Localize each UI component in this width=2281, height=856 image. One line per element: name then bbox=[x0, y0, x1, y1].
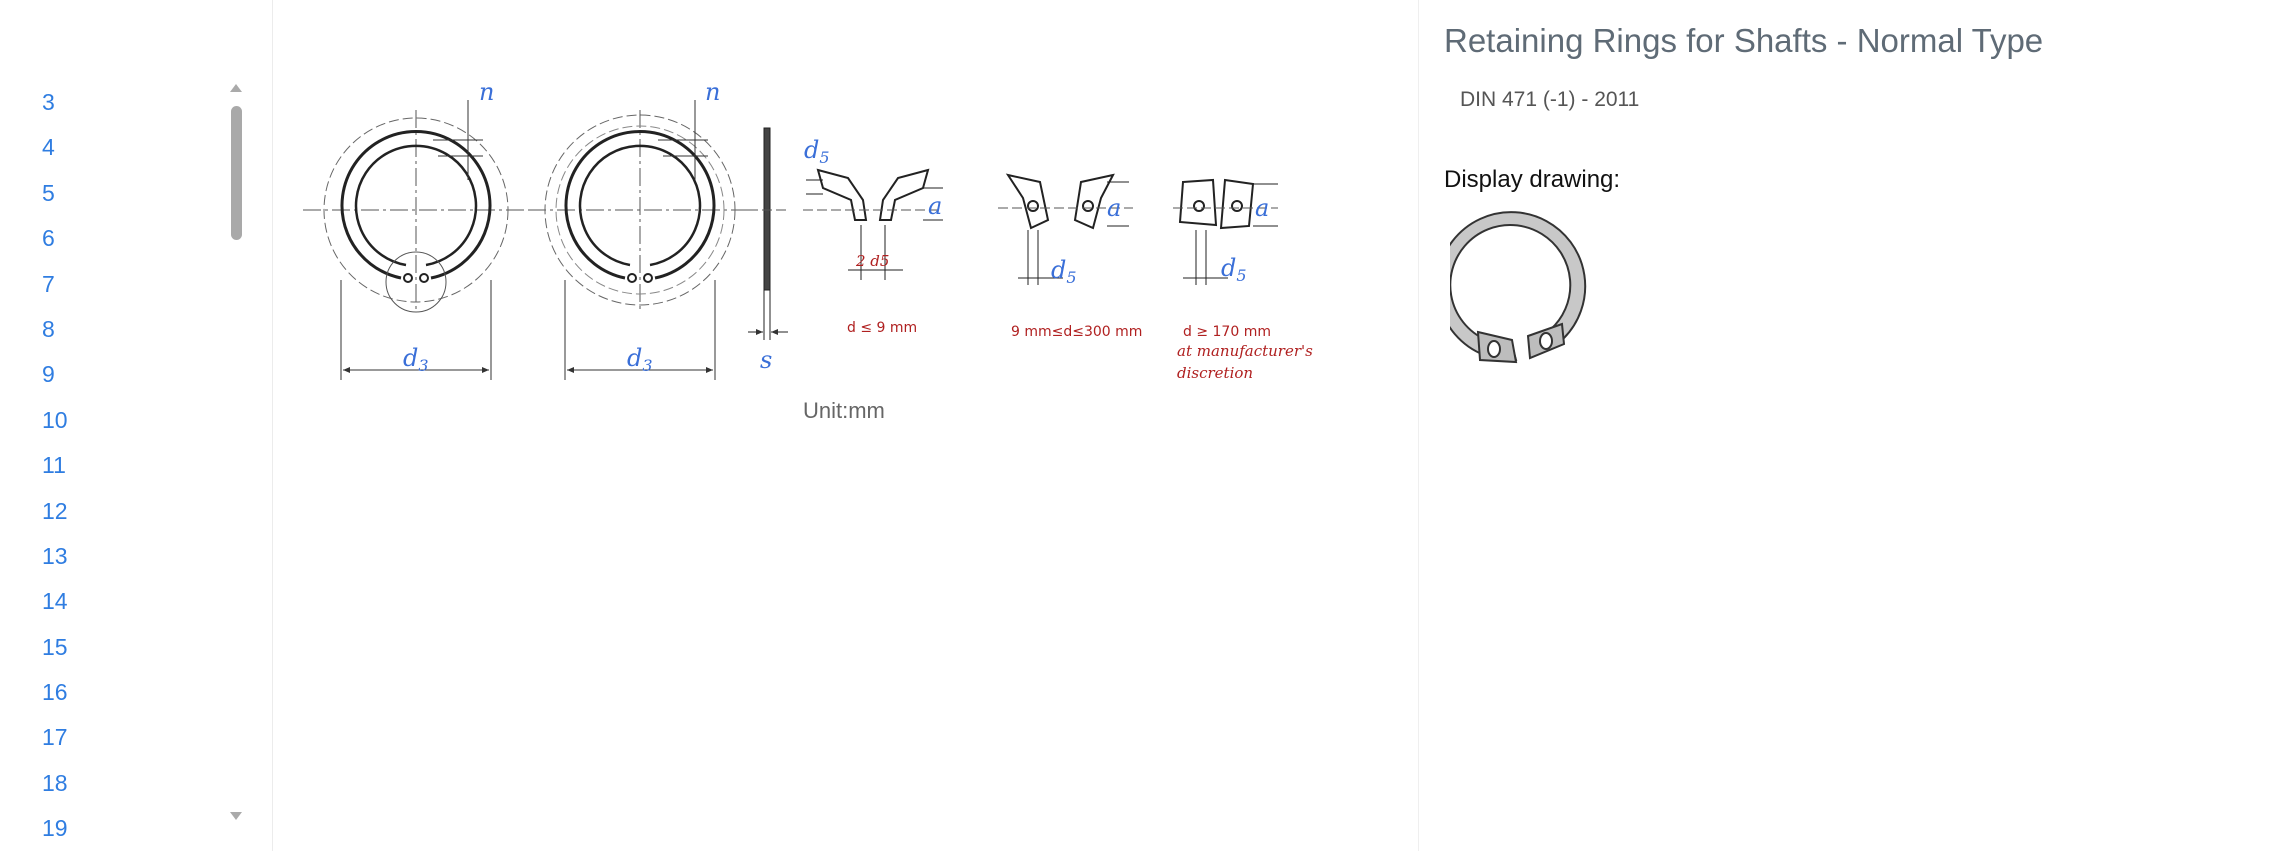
size-list-item[interactable]: 5 bbox=[42, 179, 55, 206]
dim-d5-3: d5 bbox=[1221, 254, 1247, 285]
size-list-item[interactable]: 3 bbox=[42, 89, 55, 115]
page-title: Retaining Rings for Shafts - Normal Type bbox=[1444, 22, 2044, 59]
size-list-item[interactable]: 11 bbox=[42, 452, 66, 479]
dim-d5-2: d5 bbox=[1051, 256, 1077, 287]
size-list-item[interactable]: 12 bbox=[42, 497, 68, 524]
dim-a-1: a bbox=[928, 192, 942, 220]
technical-drawing: n d3 n d3 bbox=[303, 78, 1313, 382]
size-list-panel: 3 4 5 6 7 8 9 10 11 12 13 14 15 16 17 18 19 bbox=[0, 0, 273, 851]
ring-side-view bbox=[748, 127, 789, 340]
ring-view-1 bbox=[303, 100, 533, 380]
scroll-up-arrow-icon[interactable] bbox=[230, 84, 242, 92]
size-list-item[interactable]: 10 bbox=[42, 406, 68, 433]
note-medium: 9 mm≤d≤300 mm bbox=[1011, 324, 1142, 340]
dim-a-3: a bbox=[1255, 194, 1269, 222]
size-list: 3 4 5 6 7 8 9 10 11 12 13 14 15 16 17 18 19 bbox=[42, 84, 68, 856]
retaining-ring-3d-image[interactable] bbox=[1450, 210, 1590, 380]
size-list-item[interactable]: 18 bbox=[42, 769, 68, 796]
details-panel: Retaining Rings for Shafts - Normal Type… bbox=[1420, 0, 2281, 851]
size-list-item[interactable]: 16 bbox=[42, 679, 68, 706]
note-large-line-1: at manufacturer's bbox=[1177, 342, 1313, 360]
size-list-item[interactable]: 14 bbox=[42, 588, 68, 615]
dim-2d5: 2 d5 bbox=[855, 252, 889, 270]
note-small: d ≤ 9 mm bbox=[847, 320, 917, 336]
size-list-item[interactable]: 6 bbox=[42, 225, 55, 252]
size-list-item[interactable]: 7 bbox=[42, 270, 55, 297]
scrollbar[interactable] bbox=[230, 84, 246, 824]
dim-n-1: n bbox=[479, 78, 494, 106]
note-large-line-2: discretion bbox=[1177, 364, 1253, 382]
ring-view-2 bbox=[528, 100, 753, 380]
dim-d3-2: d3 bbox=[627, 344, 653, 375]
drawing-panel: n d3 n d3 bbox=[273, 0, 1419, 851]
unit-label: Unit:mm bbox=[803, 398, 885, 423]
scroll-down-arrow-icon[interactable] bbox=[230, 812, 242, 820]
note-large: d ≥ 170 mm bbox=[1183, 324, 1271, 340]
display-drawing-label: Display drawing: bbox=[1444, 166, 1621, 193]
lug-detail-medium bbox=[998, 173, 1133, 285]
size-list-item[interactable]: 15 bbox=[42, 633, 68, 660]
lug-detail-large bbox=[1173, 178, 1278, 285]
size-list-item[interactable]: 9 bbox=[42, 361, 55, 388]
dim-s: s bbox=[760, 346, 772, 374]
size-list-item[interactable]: 17 bbox=[42, 724, 68, 751]
size-list-item[interactable]: 13 bbox=[42, 542, 68, 569]
dim-n-2: n bbox=[705, 78, 720, 106]
scrollbar-thumb[interactable] bbox=[231, 106, 242, 240]
lug-detail-small bbox=[803, 168, 943, 280]
size-list-item[interactable]: 4 bbox=[42, 134, 55, 161]
size-list-item[interactable]: 19 bbox=[42, 815, 68, 842]
dim-a-2: a bbox=[1107, 194, 1121, 222]
size-list-item[interactable]: 8 bbox=[42, 315, 55, 342]
dim-d3-1: d3 bbox=[403, 344, 429, 375]
standard-code: DIN 471 (-1) - 2011 bbox=[1460, 88, 1640, 111]
dim-d5-1: d5 bbox=[804, 136, 830, 167]
